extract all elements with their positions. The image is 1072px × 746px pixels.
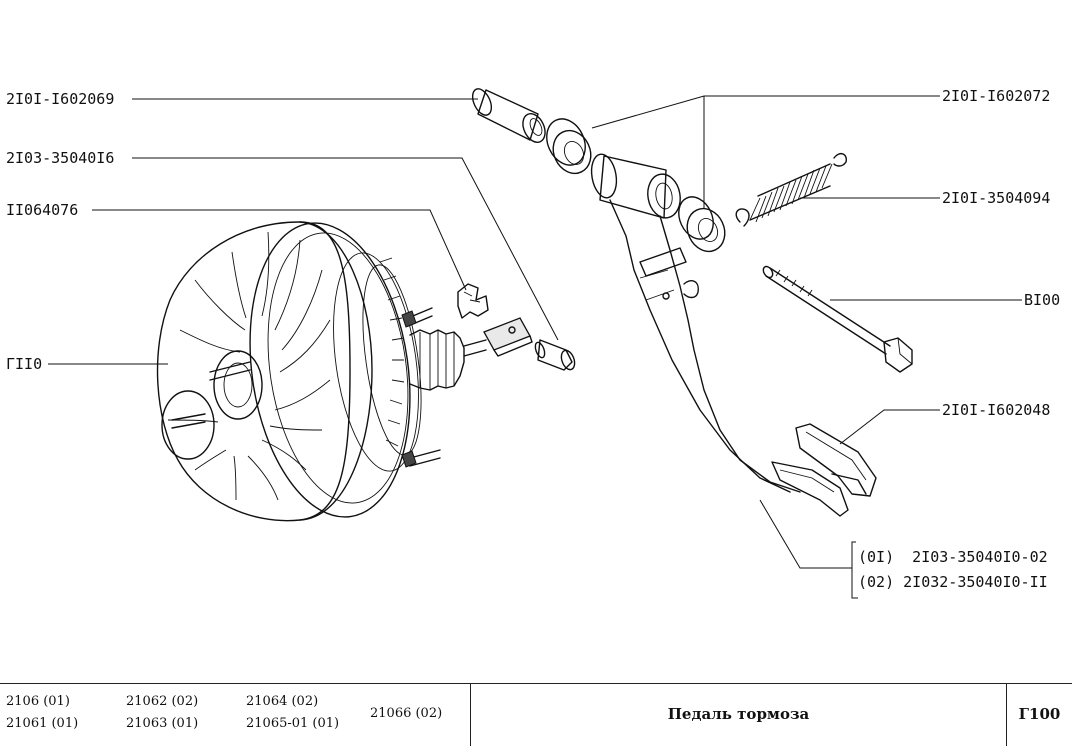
model-cell: 21062 (02) (126, 694, 199, 709)
vacuum-booster (156, 221, 533, 522)
label-booster-g110: ГII0 (6, 355, 42, 373)
model-cell: 21065-01 (01) (246, 716, 340, 731)
page-title: Педаль тормоза (667, 705, 810, 723)
leader-lines (48, 95, 1022, 599)
return-spring (735, 152, 848, 227)
retaining-clip (457, 283, 489, 319)
page-code: Г100 (1018, 705, 1061, 723)
flanged-bushing-right (678, 196, 726, 253)
label-sleeve-2101-1602072: 2I0I-I602072 (942, 87, 1050, 105)
exploded-parts-diagram: 2I0I-I602069 2I03-35040I6 II064076 ГII0 … (6, 87, 1060, 599)
model-cell: 21066 (02) (370, 706, 443, 721)
model-cell: 21061 (01) (6, 716, 79, 731)
model-cell: 2106 (01) (6, 694, 70, 709)
label-bushing-2101-1602069: 2I0I-I602069 (6, 90, 114, 108)
label-bolt-b100: BI00 (1024, 291, 1060, 309)
label-clip-11064076: II064076 (6, 201, 78, 219)
label-pedal-variant-02: (02) 2I032-35040I0-II (858, 573, 1048, 591)
divider (1006, 684, 1007, 746)
label-pin-2103-3504016: 2I03-35040I6 (6, 149, 114, 167)
footer-title-block: 2106 (01) 21061 (01) 21062 (02) 21063 (0… (0, 683, 1072, 746)
clevis-pin (534, 339, 576, 371)
model-cell: 21064 (02) (246, 694, 319, 709)
label-spring-2101-3504094: 2I0I-3504094 (942, 189, 1050, 207)
bushing-2101-1602069 (471, 88, 546, 143)
flanged-bushing-left (546, 118, 592, 175)
pedal-pad (795, 423, 877, 497)
model-cell: 21063 (01) (126, 716, 199, 731)
label-pedal-variant-01: (0I) 2I03-35040I0-02 (858, 548, 1048, 566)
label-pad-2101-1602048: 2I0I-I602048 (942, 401, 1050, 419)
pedal-axle-bolt (762, 265, 913, 373)
divider (470, 684, 471, 746)
brake-pedal (590, 153, 849, 517)
